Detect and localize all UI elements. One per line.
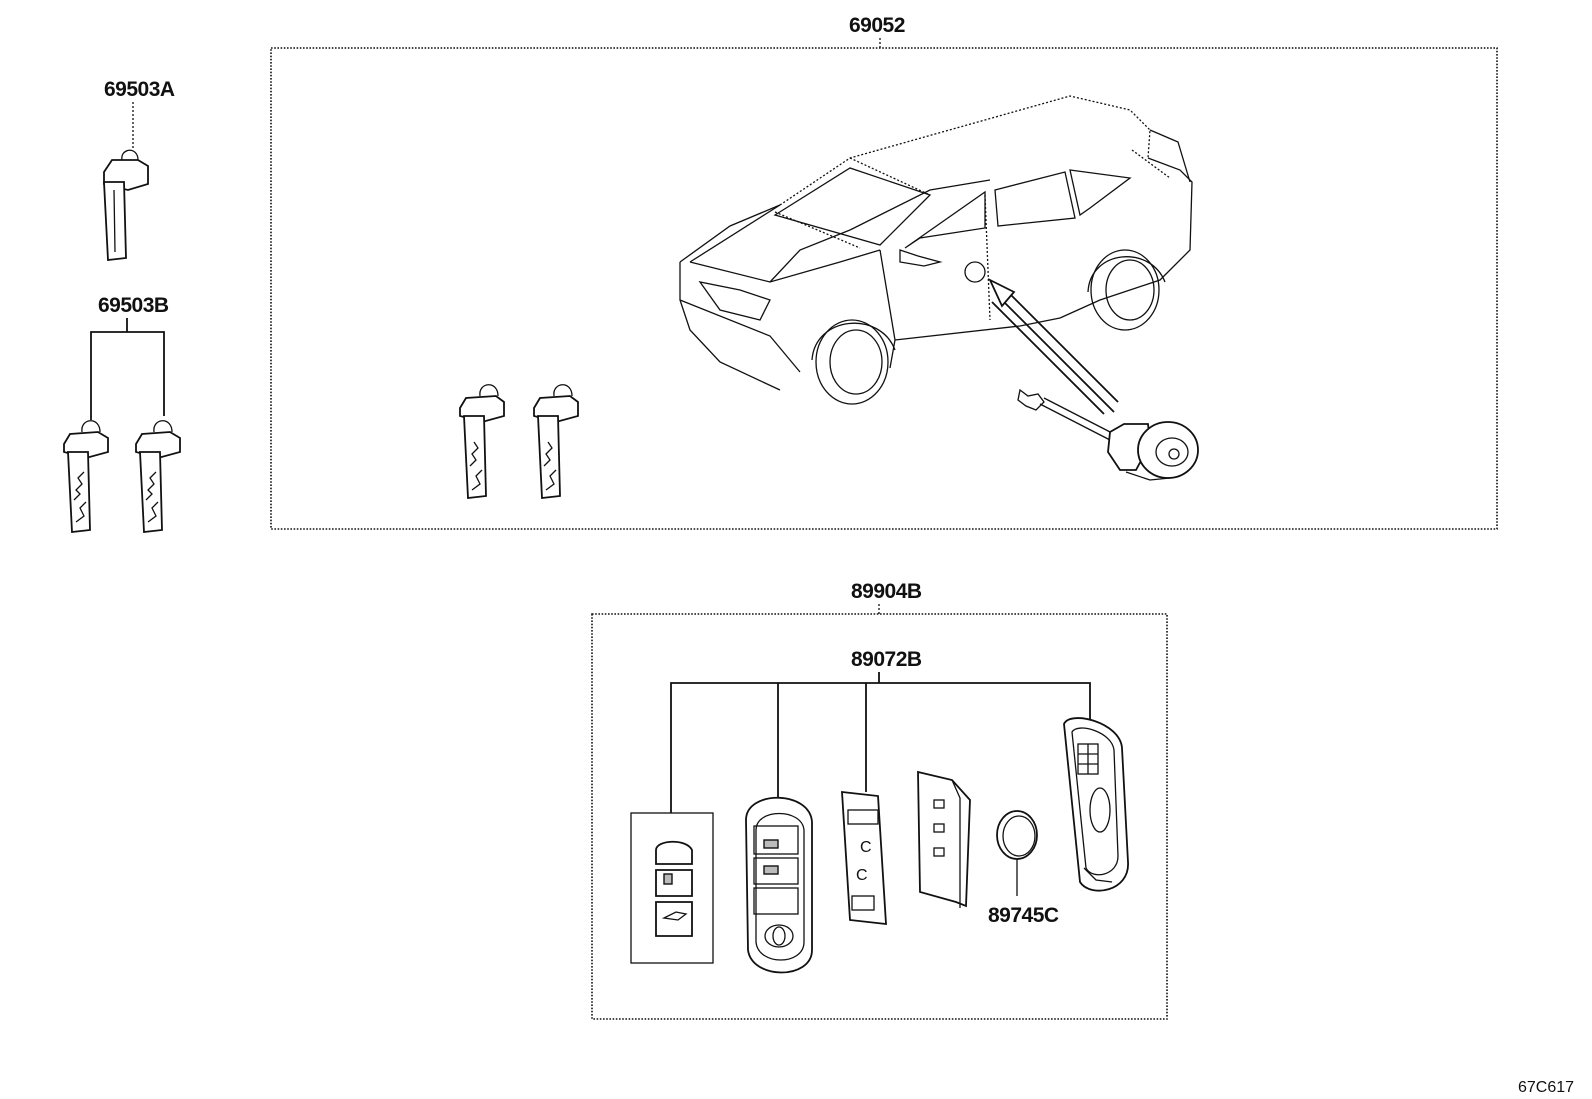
box-69052 — [270, 47, 1498, 530]
coin-battery — [996, 810, 1038, 896]
svg-text:C: C — [856, 867, 868, 884]
svg-text:C: C — [860, 839, 872, 856]
box-89904b — [591, 613, 1168, 1020]
key-blade-69503a — [103, 149, 149, 261]
circuit-board: C C — [841, 790, 887, 926]
diagram-reference-code: 67C617 — [1518, 1079, 1574, 1096]
key-blade-set-2 — [533, 384, 579, 500]
label-89745c: 89745C — [988, 904, 1059, 927]
brand-emblem-icon — [764, 924, 794, 948]
key-blade-69503b-1 — [63, 420, 109, 534]
key-blade-set-1 — [459, 384, 505, 500]
label-89745c-group: 89745C — [988, 904, 1059, 927]
door-lock-position — [964, 261, 986, 283]
smart-key-fob — [745, 796, 813, 974]
label-69503a-group: 69503A — [104, 78, 175, 148]
door-lock-cylinder — [1017, 388, 1199, 481]
button-pad-frame — [630, 812, 714, 964]
label-89904b-group: 89904B — [851, 580, 922, 614]
label-69052: 69052 — [849, 14, 905, 37]
label-69503a: 69503A — [104, 78, 175, 101]
key-housing-shell — [1063, 717, 1129, 892]
button-pad — [630, 812, 714, 964]
battery-holder — [917, 770, 971, 908]
label-89904b: 89904B — [851, 580, 922, 603]
label-69052-group: 69052 — [849, 14, 905, 48]
label-89072b-group: 89072B — [670, 648, 1091, 813]
label-69503b-group: 69503B — [90, 294, 169, 420]
leader-89072b-bar — [670, 682, 1091, 813]
label-89072b: 89072B — [851, 648, 922, 671]
lock-icon — [663, 873, 673, 885]
vehicle-illustration — [679, 95, 1193, 415]
trunk-icon — [661, 911, 688, 921]
leader-69503b-branch — [90, 331, 165, 420]
label-69503b: 69503B — [98, 294, 169, 317]
key-blade-69503b-2 — [135, 420, 181, 534]
